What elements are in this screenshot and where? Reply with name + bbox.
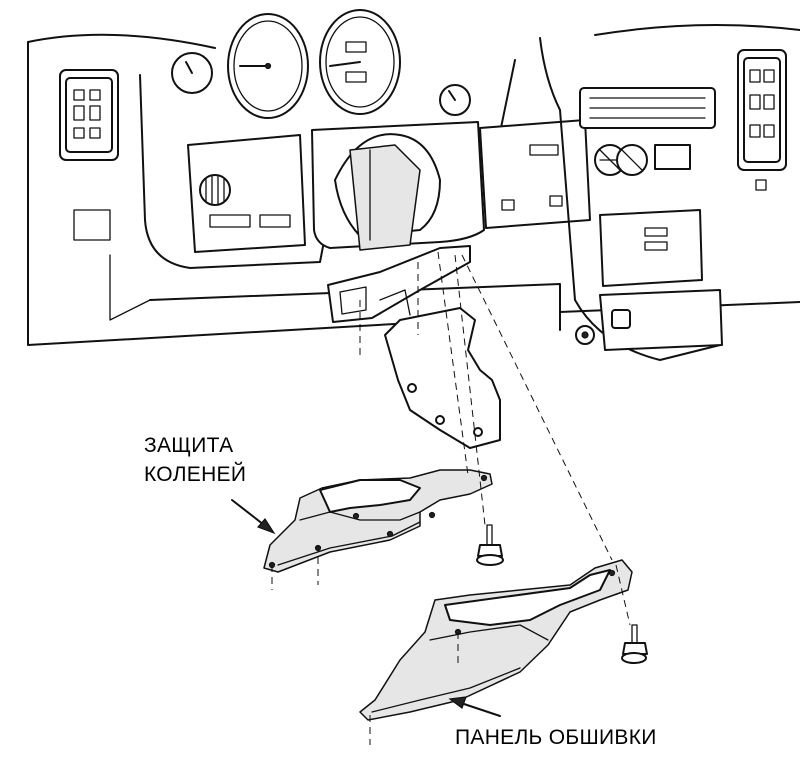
bolt-trim-panel bbox=[621, 624, 648, 664]
steering-column-opening bbox=[311, 121, 485, 251]
mounting-bracket bbox=[327, 245, 501, 449]
left-air-vent bbox=[59, 69, 119, 241]
leader-arrow-trim-panel bbox=[448, 696, 501, 717]
leader-arrow-knee-guard bbox=[231, 499, 276, 535]
right-switch-panel bbox=[479, 119, 591, 229]
right-air-vent bbox=[737, 49, 787, 191]
bolt-knee-guard bbox=[476, 524, 504, 566]
trim-panel-label: ПАНЕЛЬ ОБШИВКИ bbox=[455, 726, 657, 749]
knee-guard-label-line2: КОЛЕНЕЙ bbox=[144, 463, 247, 486]
left-switch-panel bbox=[187, 134, 306, 253]
trim-panel-part bbox=[359, 559, 633, 721]
knee-guard-label-line1: ЗАЩИТА bbox=[144, 434, 234, 457]
instrument-cluster bbox=[139, 9, 516, 269]
center-console bbox=[539, 37, 723, 361]
knee-guard-label: ЗАЩИТА КОЛЕНЕЙ bbox=[144, 431, 246, 489]
knee-guard-part bbox=[263, 469, 493, 573]
alignment-lines bbox=[271, 251, 631, 745]
